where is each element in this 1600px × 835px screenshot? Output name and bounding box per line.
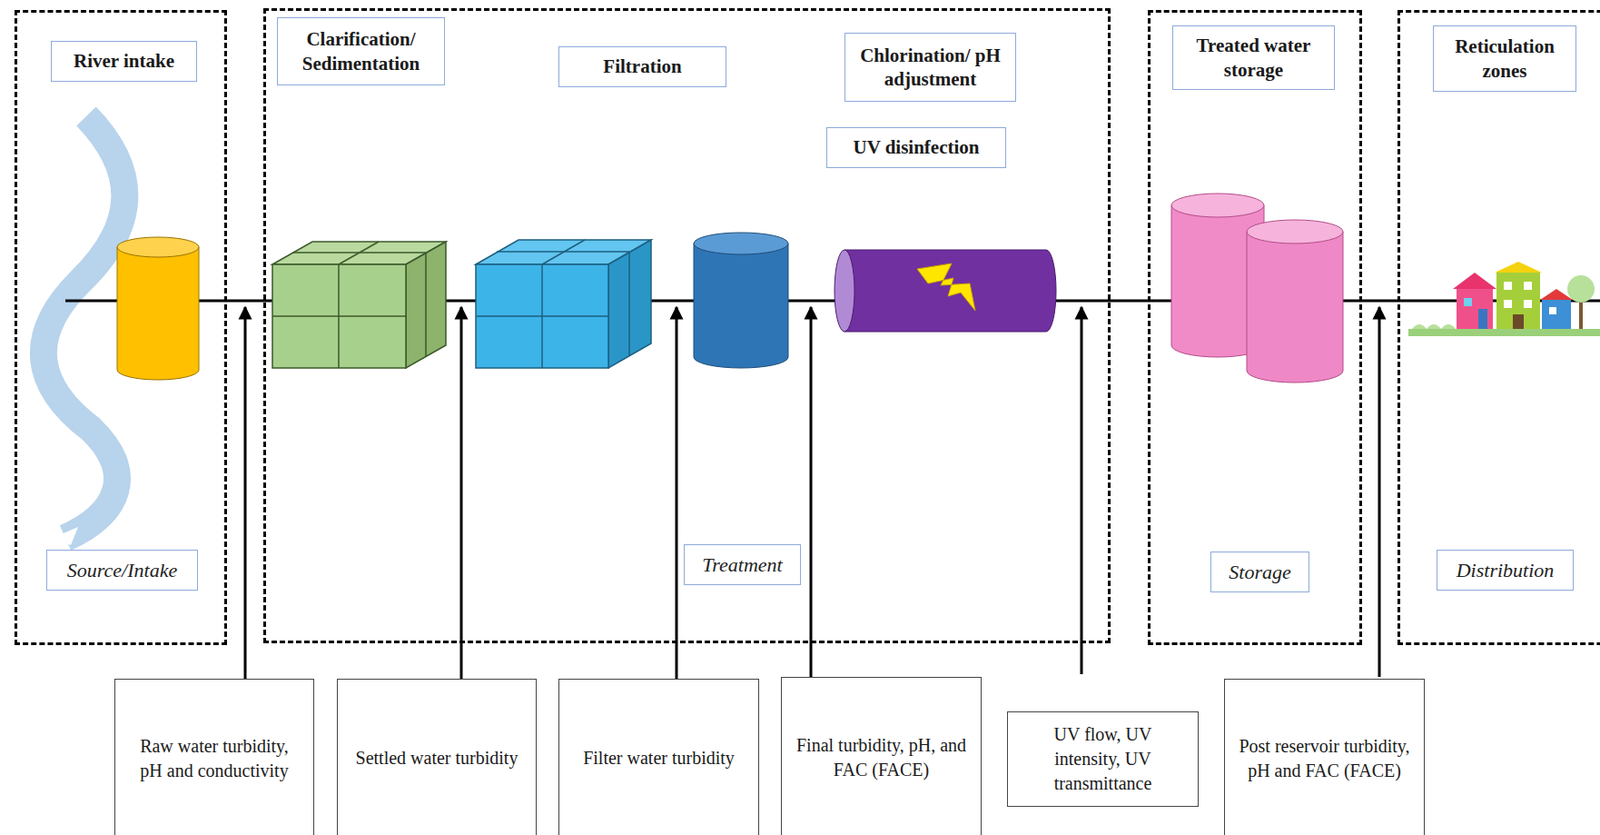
houses <box>1408 261 1600 336</box>
monitoring-box: Settled water turbidity <box>336 678 537 835</box>
monitoring-box: Filter water turbidity <box>558 678 760 835</box>
intake-cylinder <box>117 237 199 380</box>
process-label: Chlorination/ pH adjustment <box>844 32 1017 102</box>
river-notch <box>52 526 79 545</box>
process-name: Reticulation zones <box>1439 34 1571 83</box>
process-label: UV disinfection <box>826 127 1007 168</box>
process-label: Clarification/ Sedimentation <box>276 17 445 86</box>
monitoring-box: Post reservoir turbidity, pH and FAC (FA… <box>1224 678 1425 835</box>
stage-label: Source/Intake <box>46 549 198 591</box>
process-name: Chlorination/ pH adjustment <box>850 43 1010 92</box>
monitoring-arrows <box>245 306 1380 679</box>
stage-region: Treatment Clarification/ SedimentationFil… <box>263 8 1111 643</box>
stage-region: Storage Treated water storage <box>1147 9 1363 645</box>
process-name: River intake <box>73 49 175 73</box>
chlorination-tank <box>693 232 789 368</box>
uv-reactor <box>834 249 1057 332</box>
clarifier-block <box>272 241 446 368</box>
stage-label: Treatment <box>683 543 801 585</box>
process-label: Filtration <box>558 46 727 88</box>
monitoring-text: UV flow, UV intensity, UV transmittance <box>1020 721 1186 796</box>
stage-region: Source/Intake River intake <box>14 9 228 645</box>
process-name: Filtration <box>602 54 682 79</box>
monitoring-text: Final turbidity, pH, and FAC (FACE) <box>794 732 968 782</box>
monitoring-text: Raw water turbidity, pH and conductivity <box>128 733 301 783</box>
process-label: River intake <box>50 40 198 82</box>
monitoring-text: Post reservoir turbidity, pH and FAC (FA… <box>1237 733 1412 783</box>
filter-block <box>475 239 652 368</box>
process-label: Reticulation zones <box>1432 25 1577 92</box>
river <box>43 116 125 538</box>
process-label: Treated water storage <box>1172 25 1335 90</box>
monitoring-box: UV flow, UV intensity, UV transmittance <box>1007 711 1199 807</box>
monitoring-box: Raw water turbidity, pH and conductivity <box>114 678 315 835</box>
process-name: Clarification/ Sedimentation <box>283 27 439 76</box>
stage-label: Distribution <box>1436 549 1574 591</box>
storage-tanks <box>1171 193 1344 383</box>
stage-region: Distribution Reticulation zones <box>1397 9 1600 645</box>
stage-label: Storage <box>1210 551 1310 593</box>
process-name: UV disinfection <box>852 135 979 159</box>
monitoring-text: Filter water turbidity <box>582 745 735 771</box>
monitoring-text: Settled water turbidity <box>355 745 519 771</box>
process-name: Treated water storage <box>1178 33 1329 82</box>
monitoring-box: Final turbidity, pH, and FAC (FACE) <box>780 676 982 835</box>
